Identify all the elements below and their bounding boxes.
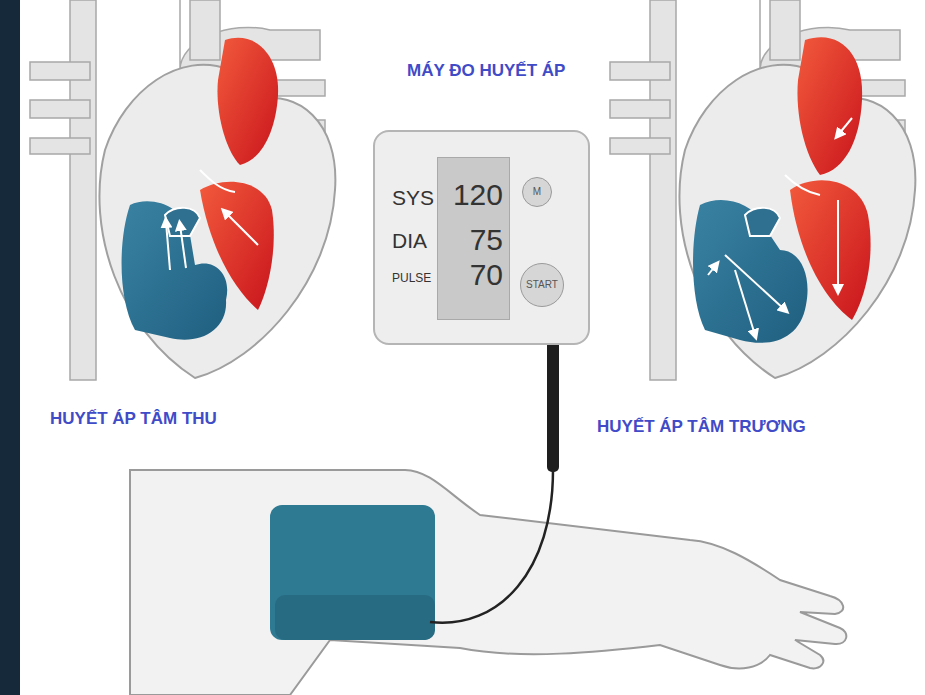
heart-caption: HUYẾT ÁP TÂM THU xyxy=(50,410,217,427)
cuff-fold xyxy=(275,595,435,640)
button-label: START xyxy=(521,264,563,306)
diastole-heart xyxy=(610,0,915,380)
device-heading: MÁY ĐO HUYẾT ÁP xyxy=(407,62,565,79)
reading-value: 75 xyxy=(470,225,503,255)
button-label: M xyxy=(523,178,551,206)
display-screen: 120 75 70 xyxy=(437,157,510,320)
reading-label: PULSE xyxy=(392,272,431,284)
reading-value: 70 xyxy=(470,260,503,290)
canvas: MÁY ĐO HUYẾT ÁP SYS DIA PULSE 120 75 70 M START H… xyxy=(20,0,925,695)
reading-label: SYS xyxy=(392,187,434,208)
arm xyxy=(130,470,846,695)
reading-label: DIA xyxy=(392,230,427,251)
illustration xyxy=(20,0,925,695)
monitor-box: MÁY ĐO HUYẾT ÁPSYSDIAPULSE1207570MSTART xyxy=(373,130,590,345)
heart-caption: HUYẾT ÁP TÂM TRƯƠNG xyxy=(597,418,806,435)
start-button: START xyxy=(520,263,564,307)
reading-value: 120 xyxy=(453,180,503,210)
memory-button: M xyxy=(522,177,552,207)
cable-sleeve xyxy=(547,340,559,472)
cuff xyxy=(270,505,435,640)
cable xyxy=(430,470,553,623)
systole-heart xyxy=(30,0,335,380)
